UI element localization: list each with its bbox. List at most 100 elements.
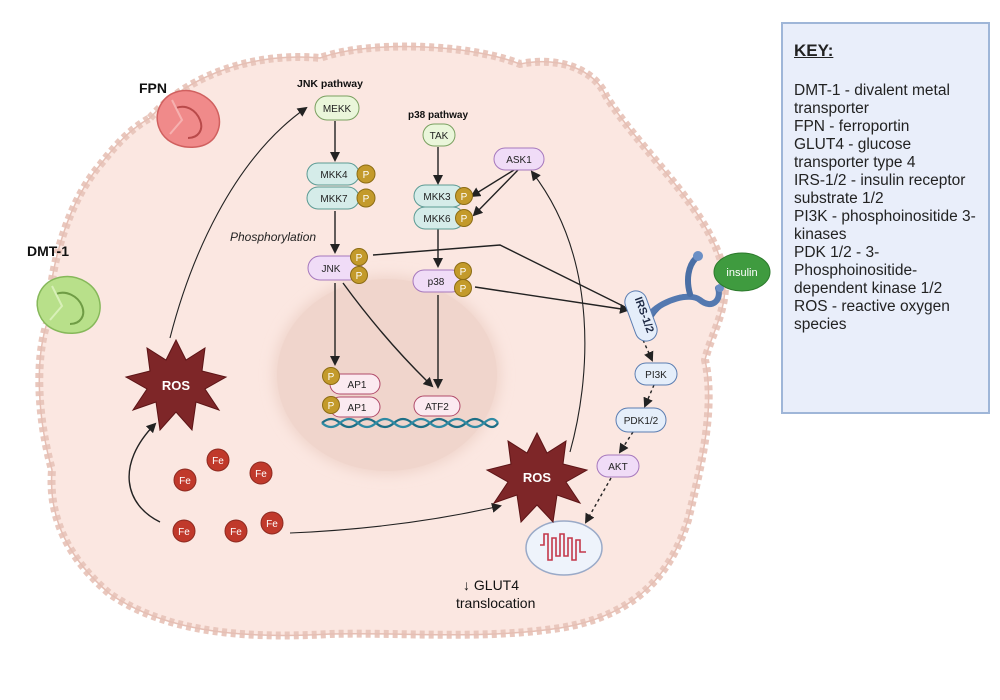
fe-ion: Fe	[206, 448, 230, 472]
arrow-ros-mekk	[169, 106, 308, 339]
node-p38-label: p38	[428, 277, 445, 288]
node-akt	[596, 454, 640, 478]
ros-left: ROS	[124, 338, 228, 432]
node-ask1-label: ASK1	[506, 155, 532, 166]
ros-right-label: ROS	[523, 470, 552, 485]
phospho-ap1-top: P	[322, 367, 340, 385]
svg-text:P: P	[356, 253, 363, 264]
svg-text:Fe: Fe	[255, 469, 267, 480]
ros-left-label: ROS	[162, 378, 191, 393]
phospho-group: P P P P P P P P	[322, 164, 473, 414]
phospho-p38-2: P	[454, 279, 472, 297]
svg-text:Fe: Fe	[266, 519, 278, 530]
dna-helix-icon	[321, 417, 499, 429]
arrow-fe-ros-left	[128, 422, 161, 523]
key-item-irs: IRS-1/2 - insulin receptor substrate 1/2	[794, 172, 966, 207]
node-mkk7-label: MKK7	[320, 194, 348, 205]
glut4-vesicle-icon	[525, 520, 603, 576]
node-ask1	[493, 147, 545, 171]
svg-text:P: P	[461, 214, 468, 225]
arrow-ask1-mkk6	[472, 169, 519, 217]
arrow-pi3k-pdk	[643, 384, 655, 408]
fe-ion: Fe	[224, 519, 248, 543]
glut4-translocation-label-2: translocation	[456, 595, 535, 611]
svg-text:P: P	[460, 284, 467, 295]
svg-text:P: P	[328, 401, 335, 412]
phospho-p38-1: P	[454, 262, 472, 280]
arrow-irs-pi3k	[642, 339, 654, 362]
node-mkk6-label: MKK6	[423, 214, 451, 225]
jnk-pathway-label: JNK pathway	[297, 78, 363, 90]
node-atf2	[413, 395, 461, 417]
node-akt-label: AKT	[608, 462, 627, 473]
insulin-receptor-icon	[649, 251, 724, 318]
node-pdk	[615, 407, 667, 433]
cell	[35, 42, 729, 640]
arrow-fe-ros-right	[289, 502, 502, 534]
node-pi3k	[634, 362, 678, 386]
fe-ion: Fe	[173, 468, 197, 492]
svg-text:Fe: Fe	[179, 476, 191, 487]
key-item-pi3k: PI3K - phosphoinositide 3-kinases	[794, 208, 976, 243]
connections	[128, 106, 655, 534]
node-tak-label: TAK	[430, 131, 449, 142]
phospho-mkk3: P	[455, 187, 473, 205]
svg-text:Fe: Fe	[178, 527, 190, 538]
key-item-fpn: FPN - ferroportin	[794, 118, 910, 135]
line-jnk-irs	[372, 244, 626, 308]
svg-text:Fe: Fe	[230, 527, 242, 538]
node-ap1-bottom-label: AP1	[348, 403, 367, 414]
glut4-translocation-label-1: ↓ GLUT4	[463, 577, 519, 593]
key-item-dmt1: DMT-1 - divalent metal transporter	[794, 82, 950, 117]
svg-text:P: P	[328, 372, 335, 383]
phospho-mkk7: P	[356, 188, 376, 208]
arrow-jnk-atf2	[342, 282, 434, 388]
arrow-ros-ask1	[530, 170, 586, 453]
fe-ion: Fe	[249, 461, 273, 485]
arrow-pdk-akt	[618, 431, 634, 454]
node-jnk-label: JNK	[322, 264, 341, 275]
node-mkk3-label: MKK3	[423, 192, 451, 203]
phospho-mkk4: P	[356, 164, 376, 184]
dmt1-transporter-icon	[36, 275, 101, 334]
arrow-akt-glut4	[585, 477, 612, 524]
node-pdk-label: PDK1/2	[624, 416, 659, 427]
fpn-transporter-icon	[156, 89, 221, 148]
key-item-ros: ROS - reactive oxygen species	[794, 298, 950, 333]
insulin-label: insulin	[726, 267, 757, 279]
key-item-pdk: PDK 1/2 - 3-Phosphoinositide-dependent k…	[794, 244, 943, 297]
svg-text:P: P	[460, 267, 467, 278]
key-item-glut4: GLUT4 - glucose transporter type 4	[794, 136, 916, 171]
key-title: KEY:	[794, 41, 834, 60]
arrow-p38-irs	[474, 286, 630, 314]
arrow-ask1-mkk3	[470, 169, 515, 198]
fe-ion: Fe	[172, 519, 196, 543]
node-atf2-label: ATF2	[425, 402, 449, 413]
svg-text:Fe: Fe	[212, 456, 224, 467]
node-mkk4-label: MKK4	[320, 170, 348, 181]
p38-pathway-label: p38 pathway	[408, 110, 468, 121]
fe-ion: Fe	[260, 511, 284, 535]
svg-text:P: P	[356, 271, 363, 282]
insulin-molecule: insulin	[713, 252, 771, 292]
dmt1-label: DMT-1	[27, 243, 69, 259]
fpn-label: FPN	[139, 80, 167, 96]
ros-right: ROS	[485, 431, 589, 524]
phospho-jnk-1: P	[350, 248, 368, 266]
node-ap1-top-label: AP1	[348, 380, 367, 391]
node-tak	[422, 123, 456, 147]
phosphorylation-label: Phosphorylation	[230, 230, 316, 244]
node-pi3k-label: PI3K	[645, 370, 667, 381]
key-panel: KEY: DMT-1 - divalent metal transporter …	[781, 22, 990, 414]
node-irs: IRS-1/2	[624, 290, 658, 342]
fe-ions: Fe Fe Fe Fe Fe Fe	[172, 448, 284, 543]
phospho-jnk-2: P	[350, 266, 368, 284]
node-mekk-label: MEKK	[323, 104, 352, 115]
svg-text:P: P	[461, 192, 468, 203]
phospho-ap1-bottom: P	[322, 396, 340, 414]
phospho-mkk6: P	[455, 209, 473, 227]
svg-text:P: P	[363, 170, 370, 181]
svg-text:P: P	[363, 194, 370, 205]
node-mekk	[314, 95, 360, 121]
